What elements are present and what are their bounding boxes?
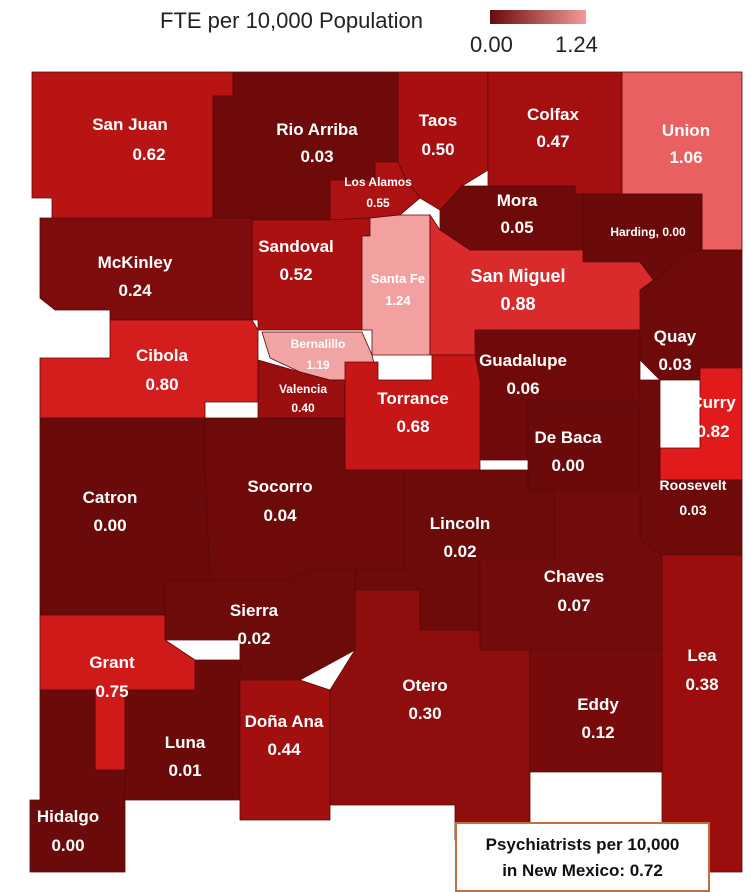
county-value-roosevelt: 0.03 (679, 502, 706, 518)
county-value-catron: 0.00 (93, 516, 126, 535)
county-value-sandoval: 0.52 (279, 265, 312, 284)
county-value-torrance: 0.68 (396, 417, 429, 436)
county-label-luna: Luna (165, 733, 206, 752)
state-summary-box: Psychiatrists per 10,000 in New Mexico: … (455, 822, 710, 892)
state-summary-line2: in New Mexico: 0.72 (502, 861, 663, 880)
county-value-cibola: 0.80 (145, 375, 178, 394)
county-value-eddy: 0.12 (581, 723, 614, 742)
county-value-curry: 0.82 (696, 422, 729, 441)
county-label-curry: Curry (690, 393, 736, 412)
county-label-do-a-ana: Doña Ana (245, 712, 324, 731)
county-label-bernalillo: Bernalillo (291, 337, 346, 351)
county-value-santa-fe: 1.24 (385, 293, 411, 308)
county-value-hidalgo: 0.00 (51, 836, 84, 855)
county-value-los-alamos: 0.55 (366, 196, 390, 210)
state-summary-line1: Psychiatrists per 10,000 (485, 835, 680, 854)
county-value-sierra: 0.02 (237, 629, 270, 648)
county-value-lincoln: 0.02 (443, 542, 476, 561)
county-label-quay: Quay (654, 327, 697, 346)
county-label-eddy: Eddy (577, 695, 619, 714)
county-value-lea: 0.38 (685, 675, 718, 694)
county-value-taos: 0.50 (421, 140, 454, 159)
county-label-taos: Taos (419, 111, 457, 130)
county-label-cibola: Cibola (136, 346, 188, 365)
county-torrance (344, 354, 481, 471)
county-eddy (529, 649, 663, 773)
county-value-mckinley: 0.24 (118, 281, 152, 300)
county-label-lincoln: Lincoln (430, 514, 490, 533)
county-label-sandoval: Sandoval (258, 237, 334, 256)
county-label-colfax: Colfax (527, 105, 580, 124)
county-value-luna: 0.01 (168, 761, 201, 780)
county-value-grant: 0.75 (95, 682, 128, 701)
legend-title: FTE per 10,000 Population (160, 8, 423, 33)
legend-max-label: 1.24 (555, 32, 598, 57)
county-hidalgo (29, 689, 126, 873)
county-value-de-baca: 0.00 (551, 456, 584, 475)
county-value-bernalillo: 1.19 (306, 358, 330, 372)
county-do-a-ana (239, 679, 331, 821)
county-label-guadalupe: Guadalupe (479, 351, 567, 370)
county-value-valencia: 0.40 (291, 401, 315, 415)
county-label-sierra: Sierra (230, 601, 279, 620)
county-label-harding: Harding, 0.00 (610, 225, 686, 239)
county-label-chaves: Chaves (544, 567, 604, 586)
county-label-roosevelt: Roosevelt (660, 477, 727, 493)
county-label-catron: Catron (83, 488, 138, 507)
county-label-san-miguel: San Miguel (470, 266, 565, 286)
county-label-mora: Mora (497, 191, 538, 210)
county-label-lea: Lea (687, 646, 717, 665)
county-label-rio-arriba: Rio Arriba (276, 120, 358, 139)
county-value-san-miguel: 0.88 (500, 294, 535, 314)
county-value-do-a-ana: 0.44 (267, 740, 301, 759)
county-label-hidalgo: Hidalgo (37, 807, 99, 826)
county-value-san-juan: 0.62 (132, 145, 165, 164)
county-value-colfax: 0.47 (536, 132, 569, 151)
county-value-quay: 0.03 (658, 355, 691, 374)
county-label-socorro: Socorro (247, 477, 312, 496)
county-value-socorro: 0.04 (263, 506, 297, 525)
county-label-torrance: Torrance (377, 389, 449, 408)
county-santa-fe (361, 214, 431, 356)
county-value-union: 1.06 (669, 148, 702, 167)
county-label-santa-fe: Santa Fe (371, 271, 425, 286)
county-value-chaves: 0.07 (557, 596, 590, 615)
county-cibola (39, 319, 259, 419)
county-value-mora: 0.05 (500, 218, 533, 237)
county-label-san-juan: San Juan (92, 115, 168, 134)
legend-min-label: 0.00 (470, 32, 513, 57)
county-label-los-alamos: Los Alamos (344, 175, 412, 189)
county-value-otero: 0.30 (408, 704, 441, 723)
county-label-otero: Otero (402, 676, 447, 695)
county-label-union: Union (662, 121, 710, 140)
county-label-mckinley: McKinley (98, 253, 173, 272)
county-value-rio-arriba: 0.03 (300, 147, 333, 166)
county-label-valencia: Valencia (279, 382, 327, 396)
county-label-de-baca: De Baca (534, 428, 602, 447)
legend-color-bar (490, 10, 586, 24)
county-label-grant: Grant (89, 653, 135, 672)
county-value-guadalupe: 0.06 (506, 379, 539, 398)
